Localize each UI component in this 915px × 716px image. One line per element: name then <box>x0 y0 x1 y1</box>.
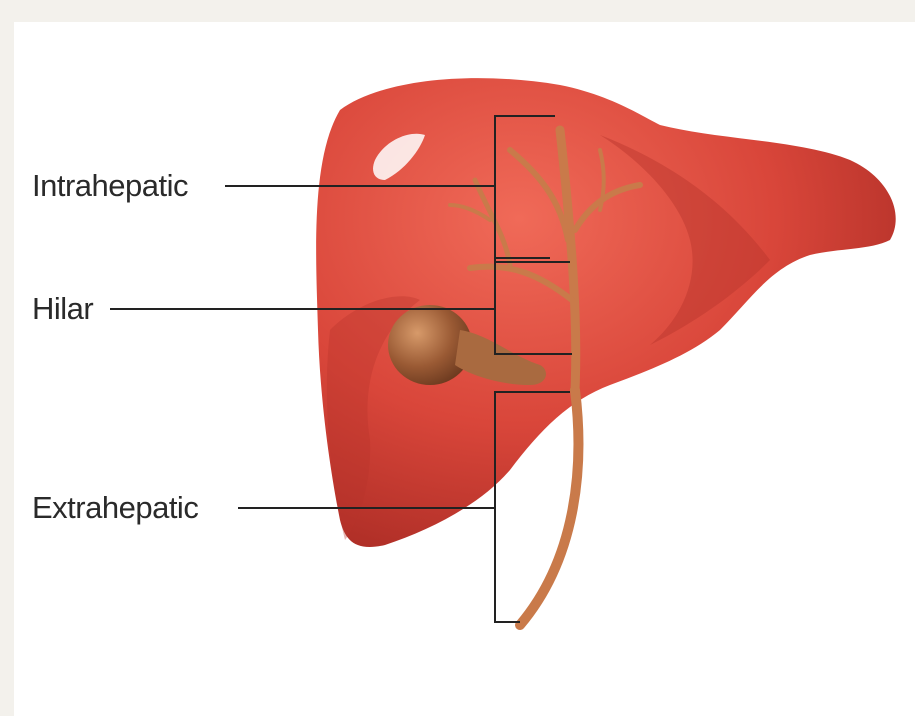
label-hilar: Hilar <box>32 291 93 327</box>
label-extrahepatic: Extrahepatic <box>32 490 198 526</box>
label-intrahepatic: Intrahepatic <box>32 168 188 204</box>
